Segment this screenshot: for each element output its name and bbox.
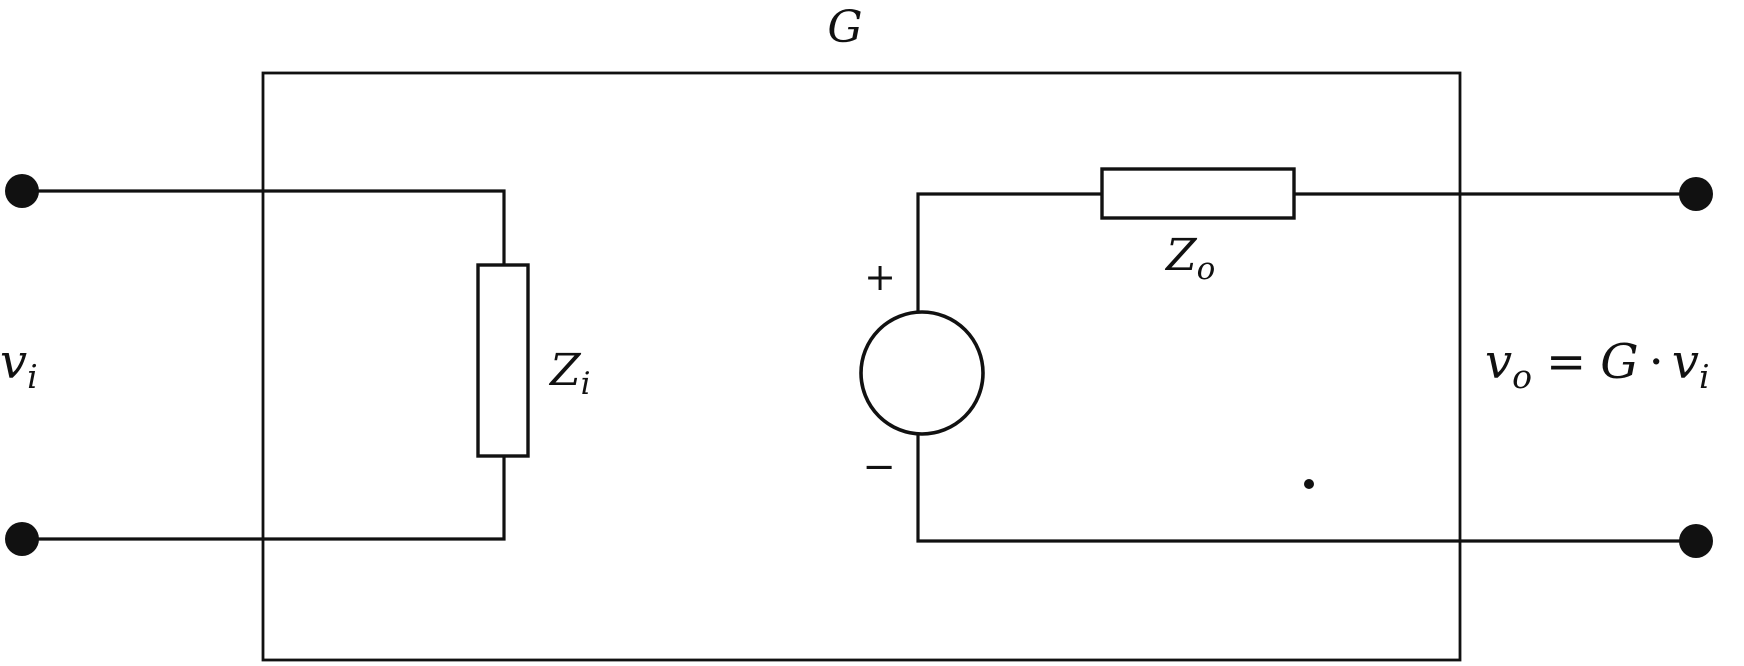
source-positive-sign: +: [864, 255, 896, 299]
input-voltage-subscript: i: [27, 357, 38, 396]
input-terminal-bottom: [5, 522, 39, 556]
output-voltage-symbol: v: [1485, 334, 1512, 390]
output-impedance-resistor: [1100, 167, 1296, 220]
input-impedance-subscript: i: [581, 366, 591, 402]
output-impedance-label: Zo: [1164, 230, 1215, 287]
input-voltage-label: vi: [0, 334, 38, 396]
scan-speck: [1304, 479, 1314, 489]
output-impedance-symbol: Z: [1164, 230, 1198, 281]
input-top-wire: [20, 189, 506, 267]
amplifier-block-boundary: [261, 71, 1462, 662]
output-bottom-wire: [916, 433, 1698, 543]
output-voltage-multiply-dot: ·: [1649, 334, 1664, 390]
output-source-top-wire: [916, 192, 1104, 313]
output-impedance-subscript: o: [1197, 251, 1216, 287]
output-terminal-bottom: [1679, 524, 1713, 558]
output-voltage-gain: G: [1600, 334, 1638, 390]
input-voltage-symbol: v: [0, 334, 27, 390]
input-impedance-label: Zi: [548, 345, 591, 402]
block-title: G: [827, 2, 862, 53]
output-voltage-expression: vo=G·vi: [1485, 334, 1710, 396]
input-impedance-resistor: [476, 263, 530, 458]
output-voltage-equals: =: [1546, 334, 1586, 390]
output-terminal-top: [1679, 177, 1713, 211]
input-bottom-wire: [20, 454, 506, 541]
input-impedance-symbol: Z: [548, 345, 582, 396]
output-voltage-input-symbol: v: [1672, 334, 1699, 390]
output-voltage-subscript: o: [1512, 357, 1532, 396]
dependent-voltage-source: [859, 310, 985, 436]
input-terminal-top: [5, 174, 39, 208]
output-voltage-input-subscript: i: [1699, 357, 1710, 396]
source-negative-sign: −: [862, 444, 896, 490]
